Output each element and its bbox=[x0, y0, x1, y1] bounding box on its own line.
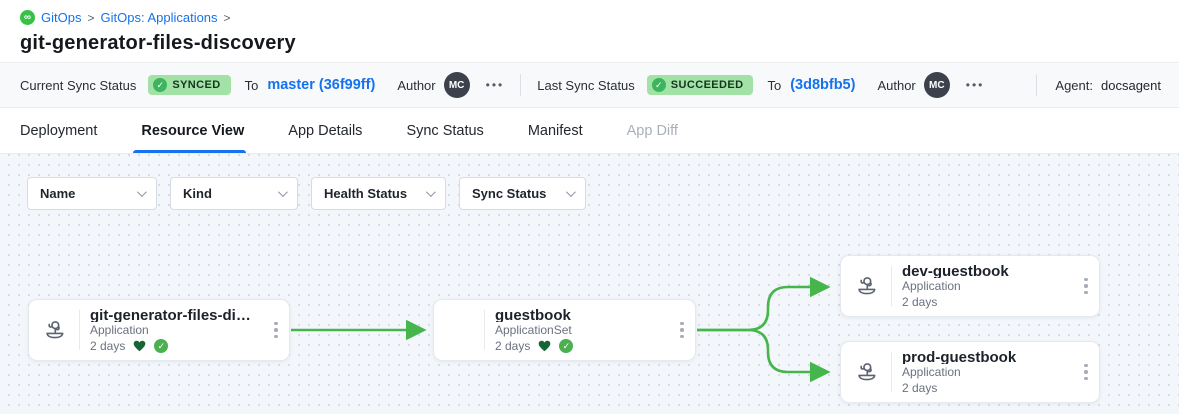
health-heart-icon bbox=[539, 340, 551, 352]
last-sync-badge-text: SUCCEEDED bbox=[670, 79, 744, 91]
filter-kind-label: Kind bbox=[183, 186, 212, 201]
argocd-application-icon bbox=[841, 342, 891, 402]
last-sync-author-avatar[interactable]: MC bbox=[923, 72, 950, 98]
node-kind: Application bbox=[902, 365, 961, 379]
tab-app-details[interactable]: App Details bbox=[288, 122, 363, 139]
current-sync-to-label: To bbox=[244, 77, 259, 93]
graph-node-guestbook[interactable]: guestbook ApplicationSet 2 days ✓ bbox=[433, 299, 696, 361]
argocd-application-icon bbox=[29, 300, 79, 360]
node-body: guestbook ApplicationSet 2 days ✓ bbox=[485, 300, 669, 360]
current-sync-author-avatar[interactable]: MC bbox=[443, 72, 470, 98]
node-title: guestbook bbox=[495, 307, 571, 322]
node-title: git-generator-files-disco... bbox=[90, 307, 257, 322]
filter-bar: Name Kind Health Status Sync Status bbox=[27, 177, 586, 210]
tab-manifest[interactable]: Manifest bbox=[527, 122, 583, 139]
graph-edge bbox=[697, 276, 831, 332]
node-menu-kebab-icon[interactable] bbox=[669, 300, 695, 360]
node-menu-kebab-icon[interactable] bbox=[1073, 256, 1099, 316]
last-sync-revision-link[interactable]: (3d8bfb5) bbox=[790, 77, 856, 93]
filter-health-label: Health Status bbox=[324, 186, 408, 201]
page-title: git-generator-files-discovery bbox=[20, 32, 296, 54]
current-sync-more-options-icon[interactable]: ••• bbox=[485, 78, 505, 92]
chevron-down-icon bbox=[425, 187, 436, 198]
current-sync-status-badge: ✓ SYNCED bbox=[148, 75, 231, 95]
graph-node-prod-guestbook[interactable]: prod-guestbook Application 2 days bbox=[840, 341, 1100, 403]
node-age: 2 days bbox=[902, 295, 938, 309]
last-sync-status-badge: ✓ SUCCEEDED bbox=[646, 75, 754, 95]
resource-graph-canvas: Name Kind Health Status Sync Status bbox=[0, 154, 1179, 414]
agent-label: Agent: bbox=[1055, 77, 1093, 93]
last-sync-author-label: Author bbox=[877, 77, 916, 93]
tab-bar: Deployment Resource View App Details Syn… bbox=[0, 108, 1179, 154]
current-sync-status-label: Current Sync Status bbox=[20, 77, 137, 93]
status-bar-divider bbox=[1036, 74, 1038, 96]
check-circle-icon: ✓ bbox=[651, 78, 666, 92]
status-bar-divider bbox=[520, 74, 522, 96]
node-kind: Application bbox=[90, 323, 149, 337]
filter-name-label: Name bbox=[40, 186, 76, 201]
page-header: ∞ GitOps > GitOps: Applications > git-ge… bbox=[0, 0, 1179, 62]
node-kind: ApplicationSet bbox=[495, 323, 572, 337]
tab-deployment[interactable]: Deployment bbox=[20, 122, 98, 139]
node-age: 2 days bbox=[495, 339, 531, 353]
agent-value: docsagent bbox=[1101, 77, 1161, 93]
breadcrumb-separator: > bbox=[87, 10, 95, 25]
node-title: prod-guestbook bbox=[902, 349, 1017, 364]
tab-resource-view[interactable]: Resource View bbox=[133, 108, 247, 153]
agent-info: Agent: docsagent bbox=[1036, 74, 1161, 96]
filter-dropdown-health-status[interactable]: Health Status bbox=[311, 177, 446, 210]
filter-dropdown-name[interactable]: Name bbox=[27, 177, 157, 210]
filter-sync-label: Sync Status bbox=[472, 186, 547, 201]
current-sync-badge-text: SYNCED bbox=[172, 79, 221, 91]
tab-sync-status[interactable]: Sync Status bbox=[406, 122, 484, 139]
node-body: git-generator-files-disco... Application… bbox=[80, 300, 263, 360]
check-circle-icon: ✓ bbox=[153, 78, 168, 92]
node-divider bbox=[891, 266, 892, 306]
node-divider bbox=[891, 352, 892, 392]
sync-check-icon: ✓ bbox=[559, 339, 574, 353]
node-menu-kebab-icon[interactable] bbox=[1073, 342, 1099, 402]
node-divider bbox=[484, 310, 485, 350]
gitops-logo-icon: ∞ bbox=[20, 10, 35, 25]
filter-dropdown-sync-status[interactable]: Sync Status bbox=[459, 177, 586, 210]
graph-node-dev-guestbook[interactable]: dev-guestbook Application 2 days bbox=[840, 255, 1100, 317]
node-title: dev-guestbook bbox=[902, 263, 1009, 278]
tab-app-diff: App Diff bbox=[626, 122, 678, 139]
node-menu-kebab-icon[interactable] bbox=[263, 300, 289, 360]
filter-dropdown-kind[interactable]: Kind bbox=[170, 177, 298, 210]
graph-edge bbox=[697, 328, 831, 383]
chevron-down-icon bbox=[136, 187, 147, 198]
last-sync-more-options-icon[interactable]: ••• bbox=[965, 78, 985, 92]
sync-check-icon: ✓ bbox=[154, 339, 169, 353]
last-sync-to-label: To bbox=[767, 77, 782, 93]
argocd-application-icon bbox=[841, 256, 891, 316]
breadcrumb-link-gitops[interactable]: GitOps bbox=[41, 10, 82, 25]
sync-status-bar: Current Sync Status ✓ SYNCED To master (… bbox=[0, 62, 1179, 108]
last-sync-status-label: Last Sync Status bbox=[537, 77, 635, 93]
current-sync-author-label: Author bbox=[397, 77, 436, 93]
node-kind: Application bbox=[902, 279, 961, 293]
node-icon-empty bbox=[434, 300, 484, 360]
breadcrumb-separator: > bbox=[223, 10, 231, 25]
node-body: prod-guestbook Application 2 days bbox=[892, 342, 1073, 402]
breadcrumb: ∞ GitOps > GitOps: Applications > bbox=[20, 10, 1159, 25]
current-sync-revision-link[interactable]: master (36f99ff) bbox=[267, 77, 376, 93]
breadcrumb-link-applications[interactable]: GitOps: Applications bbox=[100, 10, 218, 25]
chevron-down-icon bbox=[565, 187, 576, 198]
node-divider bbox=[79, 310, 80, 350]
node-body: dev-guestbook Application 2 days bbox=[892, 256, 1073, 316]
node-age: 2 days bbox=[902, 381, 938, 395]
graph-node-git-generator-files-discovery[interactable]: git-generator-files-disco... Application… bbox=[28, 299, 290, 361]
node-age: 2 days bbox=[90, 339, 126, 353]
chevron-down-icon bbox=[277, 187, 288, 198]
health-heart-icon bbox=[134, 340, 146, 352]
